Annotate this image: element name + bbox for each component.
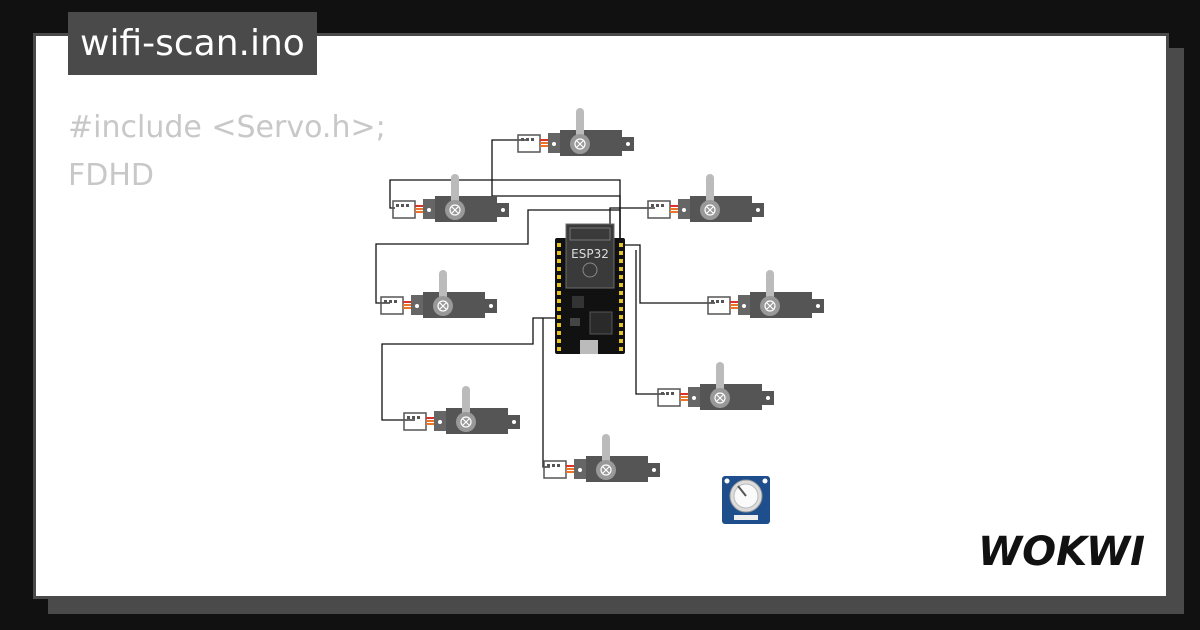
servo-3[interactable] <box>647 173 765 223</box>
project-title[interactable]: wifi-scan.ino <box>68 12 317 75</box>
servo-5[interactable] <box>707 269 825 319</box>
esp32-board[interactable]: ESP32 <box>555 223 625 354</box>
potentiometer[interactable] <box>722 476 770 524</box>
servo-1[interactable] <box>517 107 635 157</box>
esp32-label: ESP32 <box>571 247 609 261</box>
wires <box>375 139 715 468</box>
servo-4[interactable] <box>380 269 498 319</box>
servo-7[interactable] <box>657 361 775 411</box>
code-preview: #include <Servo.h>; FDHD <box>68 104 386 200</box>
wokwi-logo: WOKWI <box>978 529 1145 575</box>
code-line-2: FDHD <box>68 158 155 193</box>
servo-6[interactable] <box>403 385 521 435</box>
code-line-1: #include <Servo.h>; <box>68 110 386 145</box>
servo-8[interactable] <box>543 433 661 483</box>
wokwi-logo-text: WOKWI <box>978 529 1145 575</box>
